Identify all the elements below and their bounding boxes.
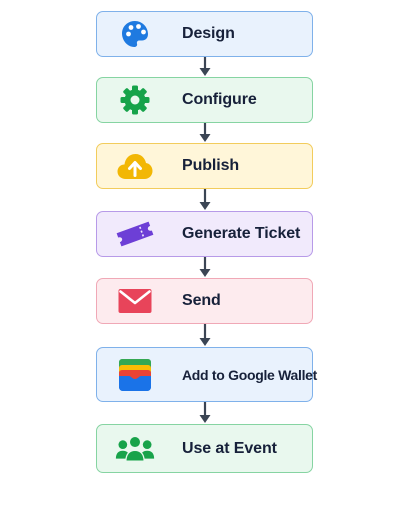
- palette-icon: [115, 15, 155, 53]
- step-label: Design: [182, 25, 235, 42]
- step-label: Send: [182, 292, 221, 309]
- step-label: Add to Google Wallet: [182, 366, 318, 383]
- step-send: Send: [96, 278, 313, 324]
- arrow-down-icon: [199, 189, 211, 210]
- google-wallet-icon: [115, 356, 155, 394]
- arrow-down-icon: [199, 57, 211, 76]
- step-label: Configure: [182, 91, 257, 108]
- ticket-icon: [115, 215, 155, 253]
- step-label: Generate Ticket: [182, 225, 301, 242]
- step-generate-ticket: Generate Ticket: [96, 211, 313, 257]
- arrow-down-icon: [199, 123, 211, 142]
- mail-icon: [115, 282, 155, 320]
- people-icon: [115, 430, 155, 468]
- step-design: Design: [96, 11, 313, 57]
- step-label: Use at Event: [182, 439, 277, 457]
- gear-icon: [115, 81, 155, 119]
- arrow-down-icon: [199, 257, 211, 277]
- step-label: Publish: [182, 157, 240, 174]
- step-publish: Publish: [96, 143, 313, 189]
- arrow-down-icon: [199, 324, 211, 346]
- step-configure: Configure: [96, 77, 313, 123]
- step-add-to-google-wallet: Add to Google Wallet: [96, 347, 317, 402]
- cloud-upload-icon: [115, 147, 155, 185]
- arrow-down-icon: [199, 402, 211, 423]
- step-use-at-event: Use at Event: [96, 424, 313, 473]
